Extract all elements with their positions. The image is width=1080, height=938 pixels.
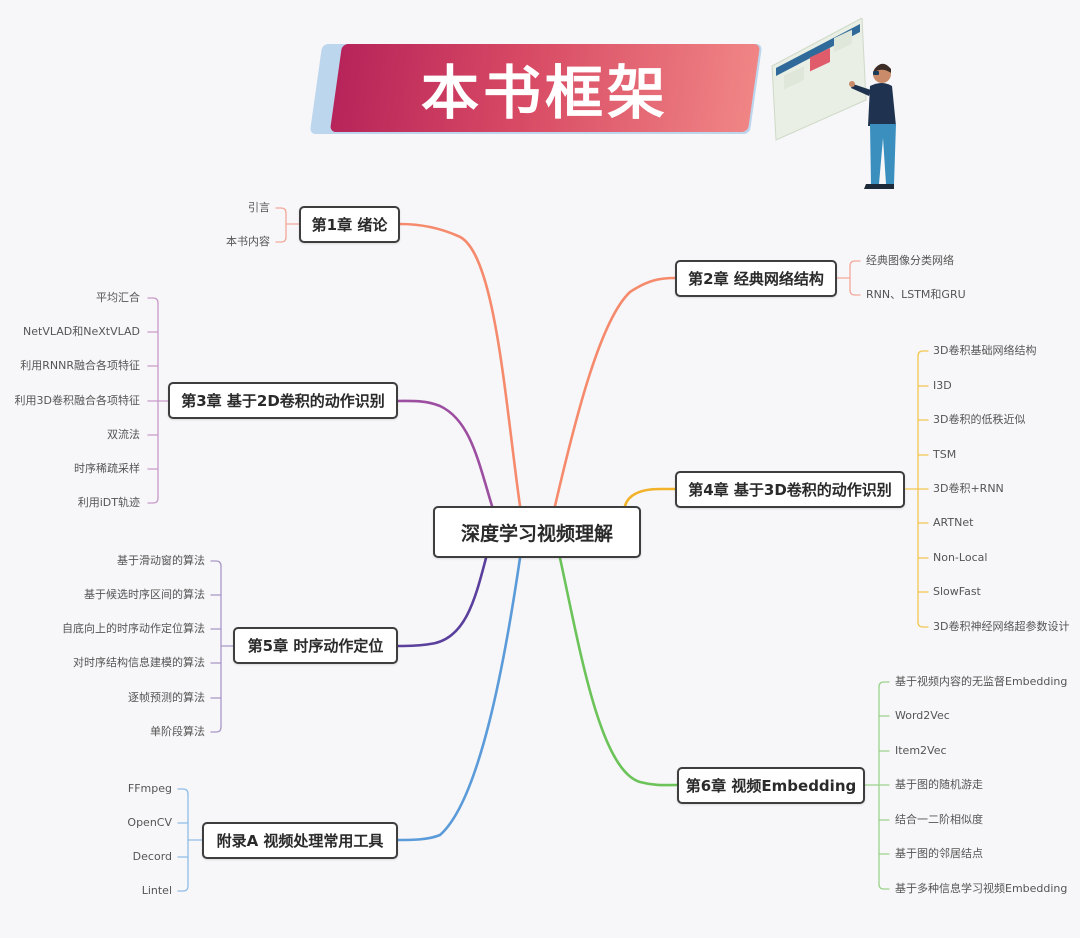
ch5-leaf-item[interactable]: 基于滑动窗的算法 — [117, 554, 205, 567]
ch3-leaf-item[interactable]: NetVLAD和NeXtVLAD — [23, 325, 140, 338]
appA-leaf-item[interactable]: FFmpeg — [127, 782, 172, 795]
ch2-leaf-tick — [849, 289, 861, 296]
appA-leaf-item[interactable]: Decord — [132, 850, 172, 863]
appA-leaf-item[interactable]: Lintel — [141, 884, 172, 897]
ch3-leaf-tick — [147, 297, 159, 304]
appA-connector — [396, 556, 522, 842]
chapter-3-node[interactable]: 第3章 基于2D卷积的动作识别 — [168, 382, 398, 419]
ch6-leaf-item[interactable]: Item2Vec — [895, 744, 947, 757]
presenter-with-screen-icon — [771, 18, 896, 189]
ch6-leaf-tick — [878, 681, 890, 688]
ch1-leaf-item[interactable]: 引言 — [248, 201, 270, 214]
ch3-leaf-item[interactable]: 利用iDT轨迹 — [77, 496, 140, 509]
ch4-leaf-item[interactable]: SlowFast — [933, 585, 981, 598]
ch4-leaf-item[interactable]: 3D卷积+RNN — [933, 482, 1004, 495]
ch4-leaf-item[interactable]: I3D — [933, 379, 952, 392]
ch5-leaf-tick — [210, 560, 222, 567]
ch5-leaf-item[interactable]: 对时序结构信息建模的算法 — [73, 656, 205, 669]
ch3-connector — [396, 399, 494, 508]
appA-leaf-item[interactable]: OpenCV — [127, 816, 172, 829]
ch3-leaf-item[interactable]: 平均汇合 — [96, 291, 140, 304]
appA-leaf-tick — [177, 788, 189, 795]
ch6-connector — [558, 556, 679, 787]
banner-title: 本书框架 — [420, 59, 669, 127]
ch4-connector — [623, 487, 677, 508]
ch1-leaf-item[interactable]: 本书内容 — [226, 235, 270, 248]
chapter-2-node[interactable]: 第2章 经典网络结构 — [675, 260, 837, 297]
ch6-leaf-item[interactable]: 基于图的随机游走 — [895, 778, 983, 791]
ch4-leaf-item[interactable]: Non-Local — [933, 551, 988, 564]
ch1-leaf-tick — [275, 207, 287, 214]
chapter-1-node[interactable]: 第1章 绪论 — [299, 206, 400, 243]
ch4-leaf-item[interactable]: ARTNet — [933, 516, 974, 529]
ch6-leaf-tick — [878, 883, 890, 890]
ch4-leaf-tick — [917, 621, 929, 628]
ch2-connector — [553, 276, 677, 508]
ch1-leaf-tick — [275, 236, 287, 243]
ch4-leaf-item[interactable]: 3D卷积的低秩近似 — [933, 413, 1026, 426]
ch2-leaf-tick — [849, 260, 861, 267]
root-node[interactable]: 深度学习视频理解 — [433, 506, 641, 558]
ch2-leaf-item[interactable]: RNN、LSTM和GRU — [866, 288, 966, 301]
ch6-leaf-item[interactable]: 结合一二阶相似度 — [895, 813, 983, 826]
chapter-6-node[interactable]: 第6章 视频Embedding — [677, 767, 865, 804]
appA-leaf-tick — [177, 885, 189, 892]
ch4-leaf-item[interactable]: 3D卷积基础网络结构 — [933, 344, 1037, 357]
ch1-connector — [398, 222, 522, 508]
chapter-5-node[interactable]: 第5章 时序动作定位 — [233, 627, 398, 664]
appendix-a-node[interactable]: 附录A 视频处理常用工具 — [202, 822, 398, 859]
ch4-leaf-item[interactable]: 3D卷积神经网络超参数设计 — [933, 620, 1070, 633]
ch3-leaf-tick — [147, 497, 159, 504]
ch3-leaf-item[interactable]: 双流法 — [107, 428, 140, 441]
title-banner: 本书框架 — [309, 42, 766, 136]
ch2-leaf-item[interactable]: 经典图像分类网络 — [866, 254, 954, 267]
ch6-leaf-item[interactable]: Word2Vec — [895, 709, 950, 722]
ch6-leaf-item[interactable]: 基于多种信息学习视频Embedding — [895, 882, 1068, 895]
chapter-4-node[interactable]: 第4章 基于3D卷积的动作识别 — [675, 471, 905, 508]
ch6-leaf-item[interactable]: 基于图的邻居结点 — [895, 847, 983, 860]
ch4-leaf-item[interactable]: TSM — [933, 448, 957, 461]
ch6-leaf-item[interactable]: 基于视频内容的无监督Embedding — [895, 675, 1068, 688]
ch4-leaf-tick — [917, 350, 929, 357]
ch5-leaf-item[interactable]: 自底向上的时序动作定位算法 — [62, 622, 205, 635]
ch3-leaf-item[interactable]: 时序稀疏采样 — [74, 462, 140, 475]
ch5-leaf-item[interactable]: 基于候选时序区间的算法 — [84, 588, 205, 601]
ch3-leaf-item[interactable]: 利用3D卷积融合各项特征 — [14, 394, 140, 407]
ch5-leaf-item[interactable]: 单阶段算法 — [150, 725, 205, 738]
ch5-connector — [396, 556, 488, 648]
ch5-leaf-tick — [210, 726, 222, 733]
ch5-leaf-item[interactable]: 逐帧预测的算法 — [128, 691, 205, 704]
ch3-leaf-item[interactable]: 利用RNNR融合各项特征 — [20, 359, 140, 372]
